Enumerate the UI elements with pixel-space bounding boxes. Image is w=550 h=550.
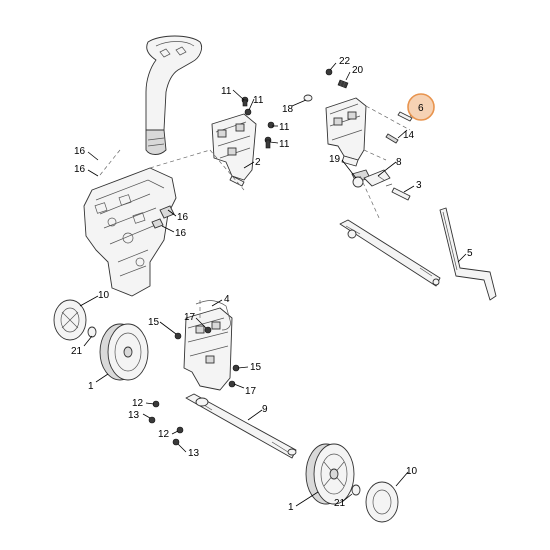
callout-21-a: 21 — [71, 346, 83, 357]
upper-axle — [339, 219, 441, 287]
callout-13-a: 13 — [128, 410, 140, 421]
transmission-housing — [83, 149, 211, 297]
callout-2: 2 — [255, 157, 261, 168]
callout-16-b: 16 — [74, 164, 86, 175]
callout-11-a: 11 — [221, 86, 232, 97]
callout-12-a: 12 — [132, 398, 144, 409]
wheel-left — [99, 323, 149, 381]
washer-18 — [303, 94, 313, 102]
callout-3: 3 — [416, 180, 422, 191]
callout-17-a: 17 — [184, 312, 196, 323]
callout-15-a: 15 — [148, 317, 160, 328]
hubcap-right — [365, 481, 399, 523]
callout-15-b: 15 — [250, 362, 262, 373]
callout-10-b: 10 — [406, 466, 418, 477]
callout-8: 8 — [396, 157, 402, 168]
handle-bar — [145, 35, 203, 155]
screws-12-13 — [148, 400, 184, 446]
callout-11-d: 11 — [279, 139, 290, 150]
main-axle — [185, 393, 297, 459]
callout-19: 19 — [329, 154, 341, 165]
callout-12-b: 12 — [158, 429, 170, 440]
right-bracket-assembly — [325, 68, 413, 221]
callout-labels: 22 20 6 14 8 19 3 18 11 11 11 11 2 16 16… — [71, 56, 473, 513]
wheel-right — [305, 443, 361, 505]
callout-16-a: 16 — [74, 146, 86, 157]
callout-10-a: 10 — [98, 290, 110, 301]
callout-11-b: 11 — [253, 95, 264, 106]
callout-20: 20 — [352, 65, 364, 76]
callout-18: 18 — [282, 104, 294, 115]
callout-14: 14 — [403, 130, 415, 141]
callout-5: 5 — [467, 248, 473, 259]
callout-4: 4 — [224, 294, 230, 305]
lower-gearbox — [174, 300, 240, 391]
callout-17-b: 17 — [245, 386, 257, 397]
callout-1-a: 1 — [88, 381, 94, 392]
screws-11 — [241, 96, 275, 149]
callout-6: 6 — [418, 103, 424, 114]
callout-9: 9 — [262, 404, 268, 415]
highlight-marker — [407, 93, 435, 121]
hubcap-left — [53, 299, 97, 341]
callout-22: 22 — [339, 56, 351, 67]
callout-16-c: 16 — [177, 212, 189, 223]
rod-5 — [439, 207, 497, 301]
callout-1-b: 1 — [288, 502, 294, 513]
callout-13-b: 13 — [188, 448, 200, 459]
center-bracket — [209, 113, 257, 191]
callout-11-c: 11 — [279, 122, 290, 133]
callout-21-b: 21 — [334, 498, 346, 509]
callout-16-d: 16 — [175, 228, 187, 239]
leader-lines — [79, 62, 467, 507]
